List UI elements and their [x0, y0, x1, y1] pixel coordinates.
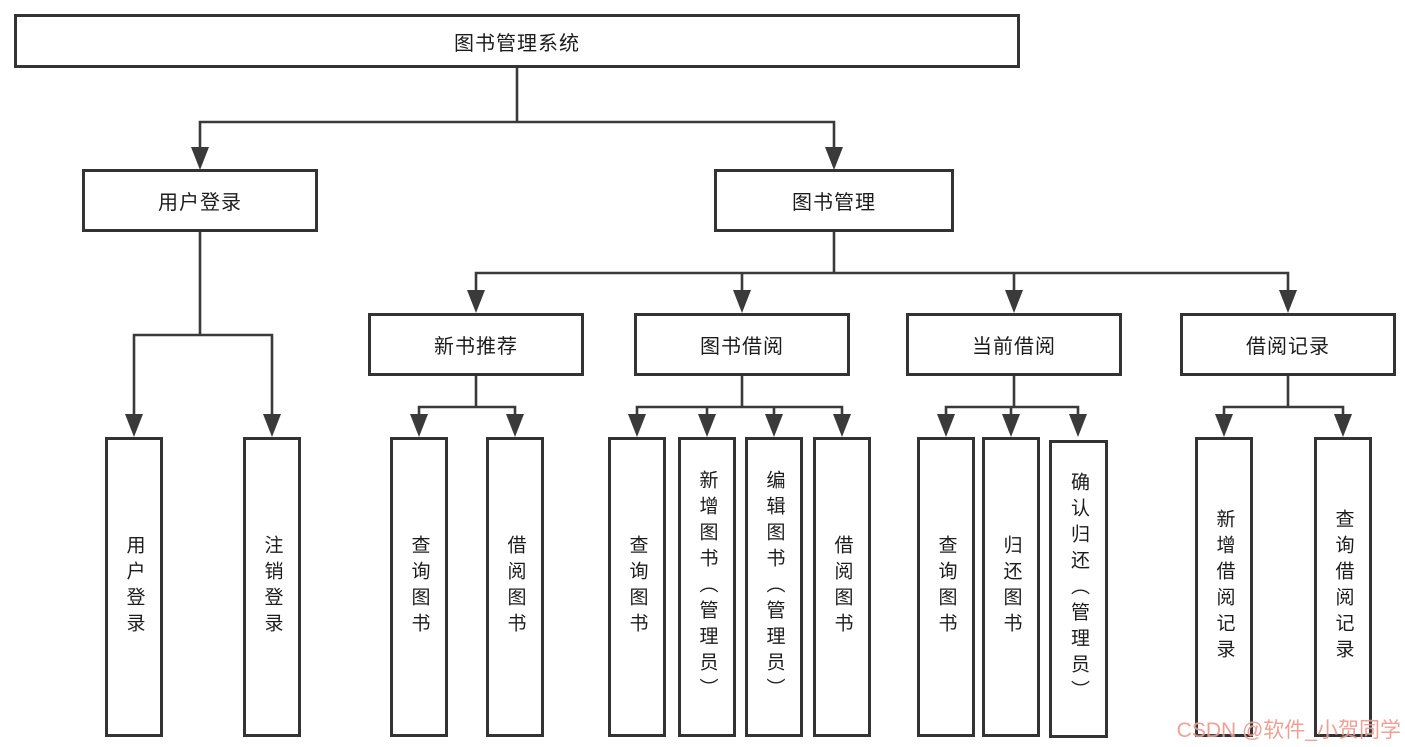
- arrow-head: [698, 414, 716, 437]
- arrow-head: [506, 414, 524, 437]
- node-borrowing-records: 借阅记录: [1180, 313, 1396, 376]
- arrow-head: [937, 414, 955, 437]
- leaf-query-books-borrowing: 查询图书: [608, 437, 666, 737]
- leaf-add-borrow-record: 新增借阅记录: [1195, 437, 1253, 737]
- arrow-head: [191, 147, 209, 170]
- node-current-borrowing: 当前借阅: [906, 313, 1122, 376]
- node-library-management-system: 图书管理系统: [14, 14, 1020, 68]
- arrow-head: [1215, 414, 1233, 437]
- leaf-return-books: 归还图书: [982, 437, 1040, 737]
- node-book-management: 图书管理: [714, 169, 954, 232]
- leaf-borrow-books-borrowing: 借阅图书: [813, 437, 871, 737]
- csdn-watermark: CSDN @软件_小贺同学: [1176, 719, 1401, 742]
- leaf-add-books-admin: 新增图书（管理员）: [678, 437, 736, 737]
- leaf-borrow-books-recommendation: 借阅图书: [486, 437, 544, 737]
- arrow-head: [1334, 414, 1352, 437]
- arrow-head: [1069, 414, 1087, 437]
- leaf-query-books-current: 查询图书: [917, 437, 975, 737]
- arrow-head: [628, 414, 646, 437]
- leaf-logout: 注销登录: [243, 437, 301, 737]
- leaf-query-borrow-record: 查询借阅记录: [1314, 437, 1372, 737]
- arrow-head: [1005, 290, 1023, 313]
- arrow-head: [765, 414, 783, 437]
- node-new-book-recommendation: 新书推荐: [368, 313, 584, 376]
- leaf-edit-books-admin: 编辑图书（管理员）: [745, 437, 803, 737]
- node-user-login: 用户登录: [82, 169, 318, 232]
- arrow-head: [833, 414, 851, 437]
- arrow-head: [733, 290, 751, 313]
- arrow-head: [825, 147, 843, 170]
- arrow-head: [1002, 414, 1020, 437]
- leaf-confirm-return-admin: 确认归还（管理员）: [1049, 440, 1108, 738]
- arrow-head: [410, 414, 428, 437]
- arrow-head: [125, 414, 143, 437]
- arrow-head: [263, 414, 281, 437]
- node-book-borrowing: 图书借阅: [634, 313, 850, 376]
- arrow-head: [467, 290, 485, 313]
- leaf-query-books-recommendation: 查询图书: [390, 437, 448, 737]
- leaf-user-login: 用户登录: [105, 437, 163, 737]
- arrow-head: [1279, 290, 1297, 313]
